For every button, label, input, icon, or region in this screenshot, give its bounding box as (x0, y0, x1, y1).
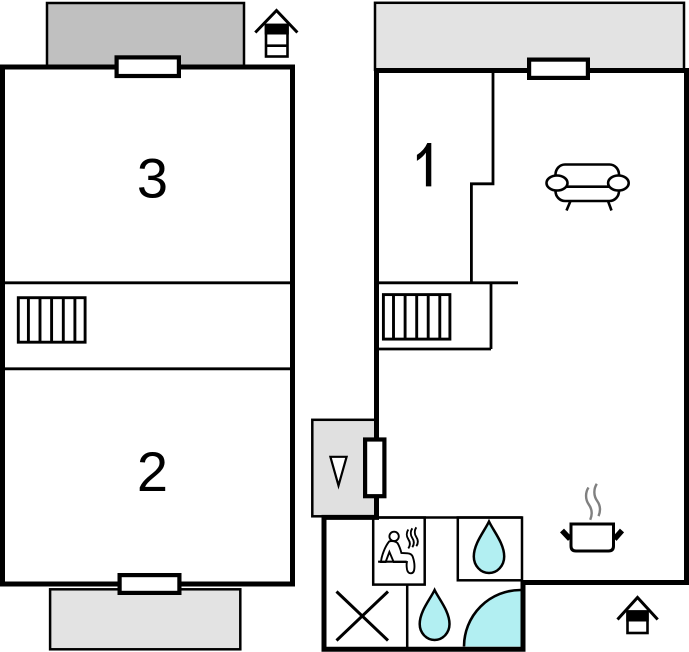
svg-text:2: 2 (137, 440, 168, 503)
svg-text:3: 3 (137, 147, 168, 210)
